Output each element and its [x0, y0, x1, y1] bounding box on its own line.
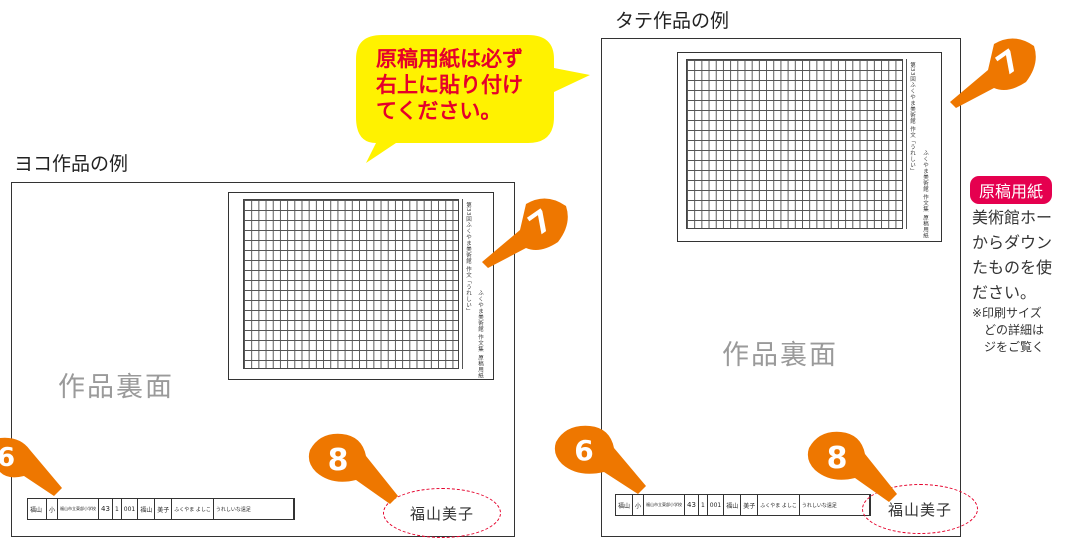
label-surname: 福山	[138, 499, 156, 519]
pointing-hand-icon: 6	[0, 437, 62, 496]
pointing-hand-icon: 7	[950, 38, 1036, 108]
label-title: うれしいな遠足	[214, 499, 294, 519]
label-num2: 1	[699, 495, 708, 515]
sidebar-note-1: ※印刷サイズ	[972, 306, 1042, 320]
tate-manuscript-text-a: 第33回ふくやま美術館 作文「うれしい」	[909, 62, 915, 175]
yoko-label-strip: 福山 小 福山市立東部小学校 43 1 001 福山 美子 ふくやま よしこ う…	[27, 498, 295, 520]
marker-6-tate: 6	[574, 434, 593, 467]
label-school-name: 福山市立東部小学校	[58, 499, 100, 519]
tate-manuscript-text-b: ふくやま美術館 作文集 原稿用紙	[922, 150, 928, 239]
marker-8-yoko: 8	[328, 443, 349, 478]
label-school-name: 福山市立東部小学校	[644, 495, 686, 515]
pointing-hand-icon: 8	[308, 433, 398, 504]
label-kana: ふくやま よしこ	[172, 499, 214, 519]
label-grade-type: 小	[633, 495, 645, 515]
sidebar-badge: 原稿用紙	[970, 176, 1053, 204]
sidebar-line-3: たものを使	[972, 258, 1053, 277]
label-num3: 001	[122, 499, 139, 519]
label-school: 福山	[28, 499, 47, 519]
yoko-manuscript-text-a: 第33回ふくやま美術館 作文「うれしい」	[465, 202, 471, 315]
callout-line-2: 右上に貼り付け	[376, 73, 523, 97]
marker-8-tate: 8	[827, 441, 848, 476]
callout-line-3: てください。	[376, 99, 502, 123]
callout-line-1: 原稿用紙は必ず	[376, 47, 523, 71]
marker-6-yoko: 6	[0, 443, 15, 473]
yoko-grid-divider	[462, 199, 463, 369]
label-school: 福山	[616, 495, 633, 515]
sidebar-note-3: ジをご覧く	[984, 340, 1045, 354]
yoko-manuscript-grid	[243, 199, 459, 369]
tate-grid-divider	[906, 59, 907, 229]
pointing-hand-icon: 6	[554, 425, 646, 494]
yoko-back-label: 作品裏面	[58, 372, 174, 403]
tate-heading: タテ作品の例	[615, 10, 730, 32]
label-num1: 43	[685, 495, 699, 515]
label-surname: 福山	[724, 495, 742, 515]
callout-bubble	[356, 35, 590, 163]
yoko-signature: 福山美子	[383, 488, 501, 538]
label-grade-type: 小	[47, 499, 59, 519]
label-given: 美子	[741, 495, 759, 515]
yoko-manuscript-text-b: ふくやま美術館 作文集 原稿用紙	[477, 290, 483, 379]
label-kana: ふくやま よしこ	[758, 495, 800, 515]
yoko-heading: ヨコ作品の例	[14, 153, 129, 175]
pointing-hand-icon: 8	[807, 431, 897, 502]
sidebar-line-4: ださい。	[972, 283, 1037, 302]
sidebar-note-2: どの詳細は	[984, 323, 1045, 337]
pointing-hand-icon: 7	[482, 198, 568, 268]
sidebar-line-1: 美術館ホー	[972, 208, 1053, 227]
label-num2: 1	[113, 499, 122, 519]
sidebar-line-2: からダウン	[972, 233, 1053, 252]
tate-signature: 福山美子	[862, 484, 978, 534]
label-num3: 001	[708, 495, 725, 515]
tate-manuscript-grid	[686, 59, 903, 229]
tate-back-label: 作品裏面	[722, 340, 838, 371]
label-given: 美子	[155, 499, 173, 519]
label-num1: 43	[99, 499, 113, 519]
tate-label-strip: 福山 小 福山市立東部小学校 43 1 001 福山 美子 ふくやま よしこ う…	[615, 494, 871, 516]
